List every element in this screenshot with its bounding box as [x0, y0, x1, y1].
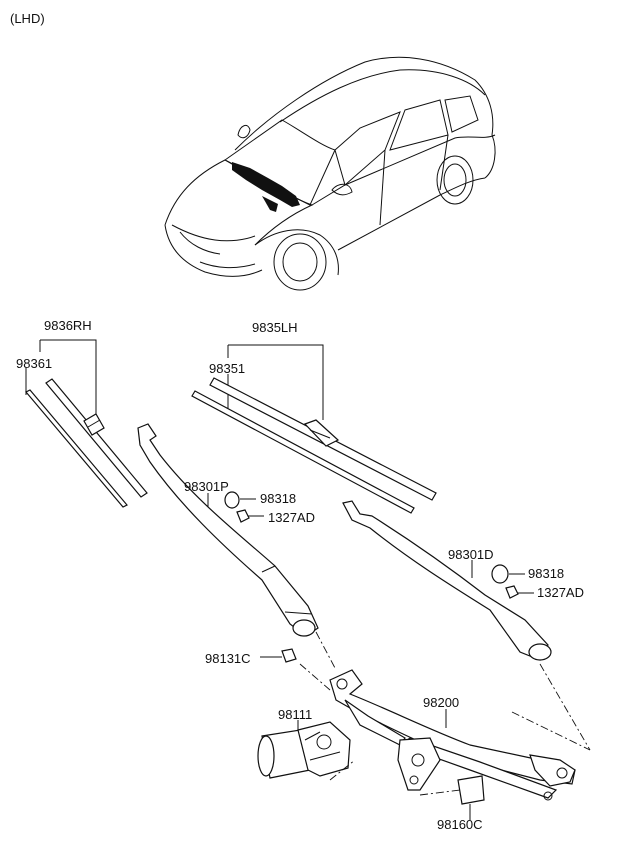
label-98111: 98111: [278, 707, 313, 722]
label-98318-a: 98318: [260, 491, 297, 506]
label-9835lh: 9835LH: [252, 320, 298, 335]
label-98200: 98200: [423, 695, 460, 710]
wiper-arm-d: [342, 500, 552, 661]
wiper-arm-p: [137, 423, 319, 637]
car-illustration: [164, 56, 496, 291]
variant-label: (LHD): [10, 11, 45, 26]
label-1327ad-a: 1327AD: [268, 510, 315, 525]
label-98351: 98351: [209, 361, 246, 376]
label-98131c: 98131C: [205, 651, 251, 666]
label-98318-b: 98318: [528, 566, 565, 581]
nut-98131c: [260, 648, 297, 663]
label-98301p: 98301P: [184, 479, 229, 494]
rh-wiper-blade: [25, 339, 148, 508]
label-1327ad-b: 1327AD: [537, 585, 584, 600]
phantom-lines: [299, 631, 591, 796]
label-98160c: 98160C: [437, 817, 483, 832]
lh-wiper-blade: [191, 344, 437, 514]
linkage-assembly: [329, 669, 576, 820]
label-98301d: 98301D: [448, 547, 494, 562]
label-98361: 98361: [16, 356, 53, 371]
label-9836rh: 9836RH: [44, 318, 92, 333]
wiper-motor: [257, 720, 351, 779]
